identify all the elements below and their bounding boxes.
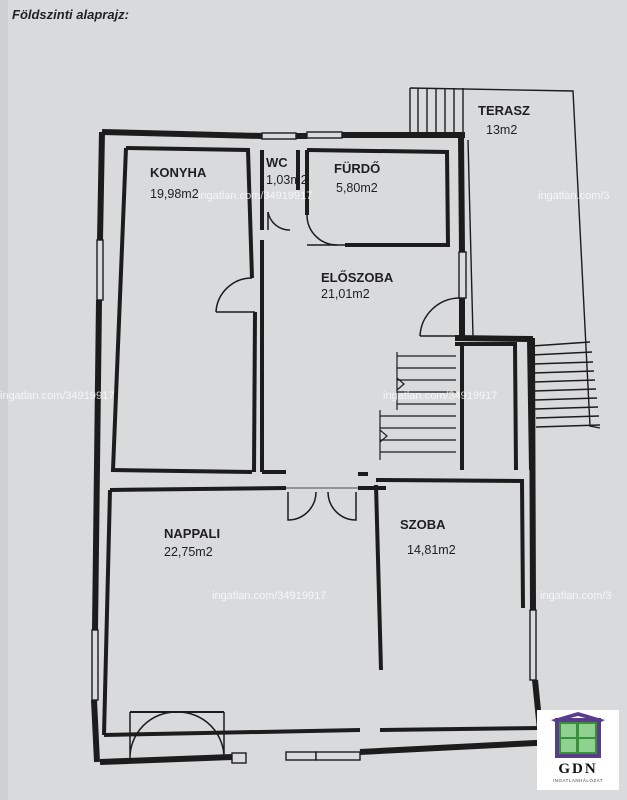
- logo-text: GDN: [558, 761, 598, 777]
- room-szoba-area: 14,81m2: [407, 543, 456, 557]
- room-konyha-name: KONYHA: [150, 165, 207, 180]
- watermark: ingatlan.com/3: [538, 190, 610, 202]
- logo-subtitle: INGATLANHÁLÓZAT: [552, 778, 604, 783]
- watermark: ingatlan.com/34919917: [212, 590, 327, 602]
- room-szoba-name: SZOBA: [400, 517, 446, 532]
- wall-openings: [91, 131, 537, 764]
- room-terasz-name: TERASZ: [478, 103, 530, 118]
- room-furdo-name: FÜRDŐ: [334, 161, 381, 176]
- gdn-logo: GDN INGATLANHÁLÓZAT: [537, 710, 619, 790]
- room-wc-name: WC: [266, 155, 288, 170]
- watermark: ingatlan.com/34919917: [383, 390, 498, 402]
- terasz-outline: [409, 87, 601, 429]
- room-konyha-area: 19,98m2: [150, 187, 199, 201]
- plan-title: Földszinti alaprajz:: [12, 7, 130, 22]
- watermark: ingatlan.com/3: [540, 590, 612, 602]
- interior-stairs: [379, 352, 456, 460]
- logo-window-icon: [551, 712, 605, 758]
- outer-walls: [91, 129, 556, 765]
- watermark: ingatlan.com/34919917: [198, 190, 313, 202]
- room-furdo-area: 5,80m2: [336, 181, 378, 195]
- paper-edge: [0, 0, 8, 800]
- room-eloszoba-name: ELŐSZOBA: [321, 270, 394, 285]
- door-swings: [129, 211, 461, 761]
- room-nappali-area: 22,75m2: [164, 545, 213, 559]
- room-terasz-area: 13m2: [486, 123, 518, 137]
- watermark: ingatlan.com/34919917: [0, 390, 115, 402]
- interior-walls: [102, 146, 541, 737]
- room-wc-area: 1,03m2: [266, 173, 308, 187]
- room-eloszoba-area: 21,01m2: [321, 287, 370, 301]
- room-nappali-name: NAPPALI: [164, 526, 221, 541]
